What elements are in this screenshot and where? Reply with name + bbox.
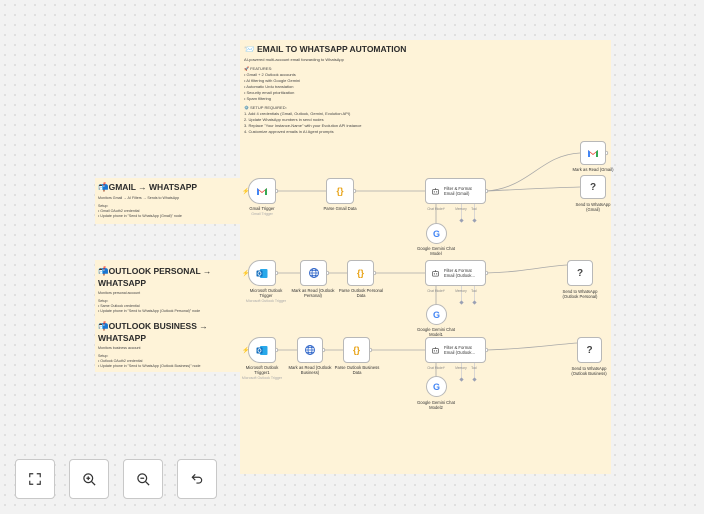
zoom-in-icon — [82, 472, 96, 486]
sticky-note-gmail[interactable]: 📬GMAIL → WHATSAPP Monitors Gmail → AI Fi… — [95, 178, 241, 224]
outlook-trigger-sublabel: Microsoft Outlook Trigger — [245, 299, 287, 303]
google-icon: G — [432, 309, 440, 320]
trigger-bolt-icon: ⚡ — [242, 347, 250, 354]
gemini-chat-model-node[interactable]: G — [426, 223, 447, 244]
outlook-icon — [256, 268, 268, 278]
mark-read-gmail-label: Mark as Read (Gmail) — [572, 167, 614, 172]
google-icon: G — [432, 228, 440, 239]
sticky-note-main[interactable]: 📨 EMAIL TO WHATSAPP AUTOMATION AI-powere… — [240, 40, 611, 474]
gmail-trigger-node[interactable]: ⚡ — [242, 178, 276, 204]
note-gmail-title: 📬GMAIL → WHATSAPP — [98, 182, 198, 192]
note-outlook-business-body: Monitors business account Setup: • Outlo… — [98, 346, 201, 368]
send-gmail-label: Send to WhatsApp(Gmail) — [575, 202, 611, 212]
globe-icon — [308, 268, 319, 278]
port-tool: Tool — [471, 366, 477, 370]
reset-zoom-button[interactable] — [177, 459, 217, 499]
gmail-trigger-sublabel: Gmail Trigger — [251, 212, 273, 216]
reset-zoom-icon — [191, 473, 203, 484]
sticky-note-outlook-business[interactable]: 📬OUTLOOK BUSINESS → WHATSAPP Monitors bu… — [95, 316, 241, 372]
trigger-bolt-icon: ⚡ — [242, 270, 250, 277]
trigger-bolt-icon: ⚡ — [242, 188, 250, 195]
fit-view-icon — [29, 473, 41, 485]
mark-read-outlook-personal-node[interactable] — [300, 260, 327, 286]
unknown-node-icon: ? — [576, 267, 584, 279]
unknown-node-icon: ? — [589, 181, 597, 193]
note-gmail-body: Monitors Gmail → AI Filters → Sends to W… — [98, 196, 182, 218]
code-icon: {} — [336, 186, 344, 196]
fit-view-button[interactable] — [15, 459, 55, 499]
parse-outlook-personal-node[interactable]: {} — [347, 260, 374, 286]
parse-outlook-business-node[interactable]: {} — [343, 337, 370, 363]
port-memory: Memory — [455, 207, 467, 211]
mark-read-outlook-business-node[interactable] — [297, 337, 323, 363]
send-personal-label: Send to WhatsApp(Outlook Personal) — [562, 289, 598, 299]
google-icon: G — [432, 381, 440, 392]
gmail-trigger-label: Gmail Trigger — [249, 206, 275, 211]
note-main-body: AI-powered multi-account email forwardin… — [244, 57, 362, 134]
port-chat-model: Chat Model* — [427, 289, 445, 293]
port-chat-model: Chat Model* — [427, 366, 445, 370]
send-whatsapp-gmail-node[interactable]: ? — [580, 175, 606, 199]
mark-read-gmail-node[interactable] — [580, 141, 606, 165]
outlook-icon — [256, 345, 268, 355]
parse-gmail-label: Parse Gmail Data — [323, 206, 357, 211]
port-tool: Tool — [471, 289, 477, 293]
note-outlook-personal-title: 📬OUTLOOK PERSONAL → WHATSAPP — [98, 266, 212, 288]
zoom-in-button[interactable] — [69, 459, 109, 499]
outlook-trigger1-sublabel: Microsoft Outlook Trigger — [241, 376, 283, 380]
send-business-label: Send to WhatsApp(Outlook Business) — [571, 366, 607, 376]
robot-icon — [432, 187, 439, 194]
port-chat-model: Chat Model* — [427, 207, 445, 211]
port-memory: Memory — [455, 366, 467, 370]
gmail-icon — [257, 187, 267, 195]
sticky-note-outlook-personal[interactable]: 📬OUTLOOK PERSONAL → WHATSAPP Monitors pe… — [95, 260, 241, 318]
code-icon: {} — [356, 268, 364, 278]
outlook-trigger-node[interactable]: ⚡ — [242, 260, 276, 286]
code-icon: {} — [352, 345, 360, 355]
gmail-icon — [588, 149, 598, 157]
parse-gmail-node[interactable]: {} — [326, 178, 354, 204]
globe-icon — [305, 345, 315, 355]
send-whatsapp-outlook-personal-node[interactable]: ? — [567, 260, 593, 286]
note-main-title: 📨 EMAIL TO WHATSAPP AUTOMATION — [244, 44, 407, 54]
gemini-chat-model2-node[interactable]: G — [426, 376, 447, 397]
unknown-node-icon: ? — [586, 344, 593, 356]
zoom-out-button[interactable] — [123, 459, 163, 499]
port-memory: Memory — [455, 289, 467, 293]
note-outlook-business-title: 📬OUTLOOK BUSINESS → WHATSAPP — [98, 321, 208, 343]
outlook-trigger1-node[interactable]: ⚡ — [242, 337, 276, 363]
port-tool: Tool — [471, 207, 477, 211]
robot-icon — [432, 269, 439, 276]
send-whatsapp-outlook-business-node[interactable]: ? — [577, 337, 602, 363]
zoom-out-icon — [136, 472, 150, 486]
robot-icon — [432, 346, 439, 353]
note-outlook-personal-body: Monitors personal account Setup: • Same … — [98, 291, 201, 313]
gemini-chat-model1-node[interactable]: G — [426, 304, 447, 325]
